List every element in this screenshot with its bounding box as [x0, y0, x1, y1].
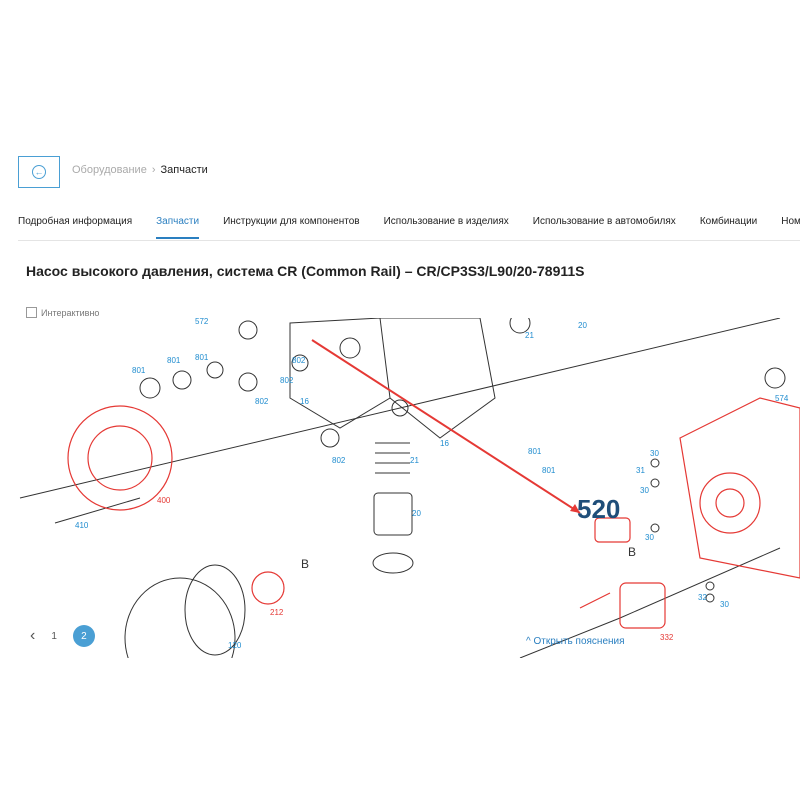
- callout[interactable]: 801: [132, 366, 146, 375]
- interactive-toggle[interactable]: Интерактивно: [26, 307, 99, 318]
- tab-bar: Подробная информация Запчасти Инструкции…: [18, 216, 800, 241]
- callout[interactable]: 30: [720, 600, 729, 609]
- image-icon: [26, 307, 37, 318]
- page-1[interactable]: 1: [51, 630, 57, 642]
- callout[interactable]: 332: [660, 633, 674, 642]
- callout[interactable]: 801: [167, 356, 181, 365]
- pointer-arrow: [311, 339, 581, 514]
- diagram-parts-black: [19, 318, 786, 658]
- callout[interactable]: 20: [412, 509, 421, 518]
- open-explanations-label: Открыть пояснения: [533, 636, 625, 647]
- chevron-right-icon: ›: [151, 164, 156, 176]
- tab-numbers[interactable]: Номера: [781, 216, 800, 227]
- page-2[interactable]: 2: [72, 625, 95, 647]
- callout[interactable]: B: [628, 545, 636, 559]
- callout[interactable]: 31: [636, 466, 645, 475]
- callout[interactable]: 21: [525, 331, 534, 340]
- callout[interactable]: 802: [332, 456, 346, 465]
- callout[interactable]: 20: [578, 321, 587, 330]
- callout[interactable]: 30: [650, 449, 659, 458]
- callout[interactable]: 802: [280, 376, 294, 385]
- callout[interactable]: 212: [270, 608, 284, 617]
- callout[interactable]: 16: [300, 397, 309, 406]
- tab-usage-products[interactable]: Использование в изделиях: [383, 216, 509, 227]
- diagram-parts-red: [67, 397, 800, 629]
- breadcrumb-parts: Запчасти: [160, 164, 208, 176]
- tab-usage-vehicles[interactable]: Использование в автомобилях: [532, 216, 676, 227]
- callout[interactable]: 801: [542, 466, 556, 475]
- callout[interactable]: 16: [440, 439, 449, 448]
- callout[interactable]: 572: [195, 318, 209, 326]
- breadcrumb-equipment[interactable]: Оборудование: [72, 164, 147, 176]
- callout[interactable]: 30: [645, 533, 654, 542]
- callout[interactable]: 400: [157, 496, 171, 505]
- tab-parts[interactable]: Запчасти: [156, 216, 200, 239]
- open-explanations-link[interactable]: ^ Открыть пояснения: [526, 636, 625, 647]
- callout[interactable]: 802: [292, 356, 306, 365]
- callout[interactable]: 21: [410, 456, 419, 465]
- highlight-label: 520: [577, 494, 620, 524]
- chevron-left-icon[interactable]: ‹: [30, 627, 36, 644]
- interactive-label: Интерактивно: [41, 307, 100, 318]
- callout[interactable]: 120: [228, 641, 242, 650]
- callout[interactable]: B: [301, 557, 309, 571]
- arrow-left-icon: ←: [32, 165, 46, 179]
- back-button[interactable]: ←: [18, 156, 60, 188]
- tab-instructions[interactable]: Инструкции для компонентов: [223, 216, 360, 227]
- tab-details[interactable]: Подробная информация: [18, 216, 133, 227]
- exploded-parts-diagram[interactable]: 520 572 21 20 801 801 801 802 802 16 802…: [0, 318, 800, 658]
- callout[interactable]: 410: [75, 521, 89, 530]
- pagination: ‹ 1 2: [30, 625, 95, 647]
- callout[interactable]: 574: [775, 394, 789, 403]
- callout[interactable]: 32: [698, 593, 707, 602]
- callout[interactable]: 30: [640, 486, 649, 495]
- tab-combinations[interactable]: Комбинации: [699, 216, 758, 227]
- callout-labels: 572 21 20 801 801 801 802 802 16 802 802…: [75, 318, 789, 650]
- chevron-up-icon: ^: [526, 636, 534, 647]
- callout[interactable]: 801: [528, 447, 542, 456]
- callout[interactable]: 802: [255, 397, 269, 406]
- page-title: Насос высокого давления, система CR (Com…: [26, 263, 585, 279]
- callout[interactable]: 801: [195, 353, 209, 362]
- breadcrumb: Оборудование › Запчасти: [72, 164, 208, 176]
